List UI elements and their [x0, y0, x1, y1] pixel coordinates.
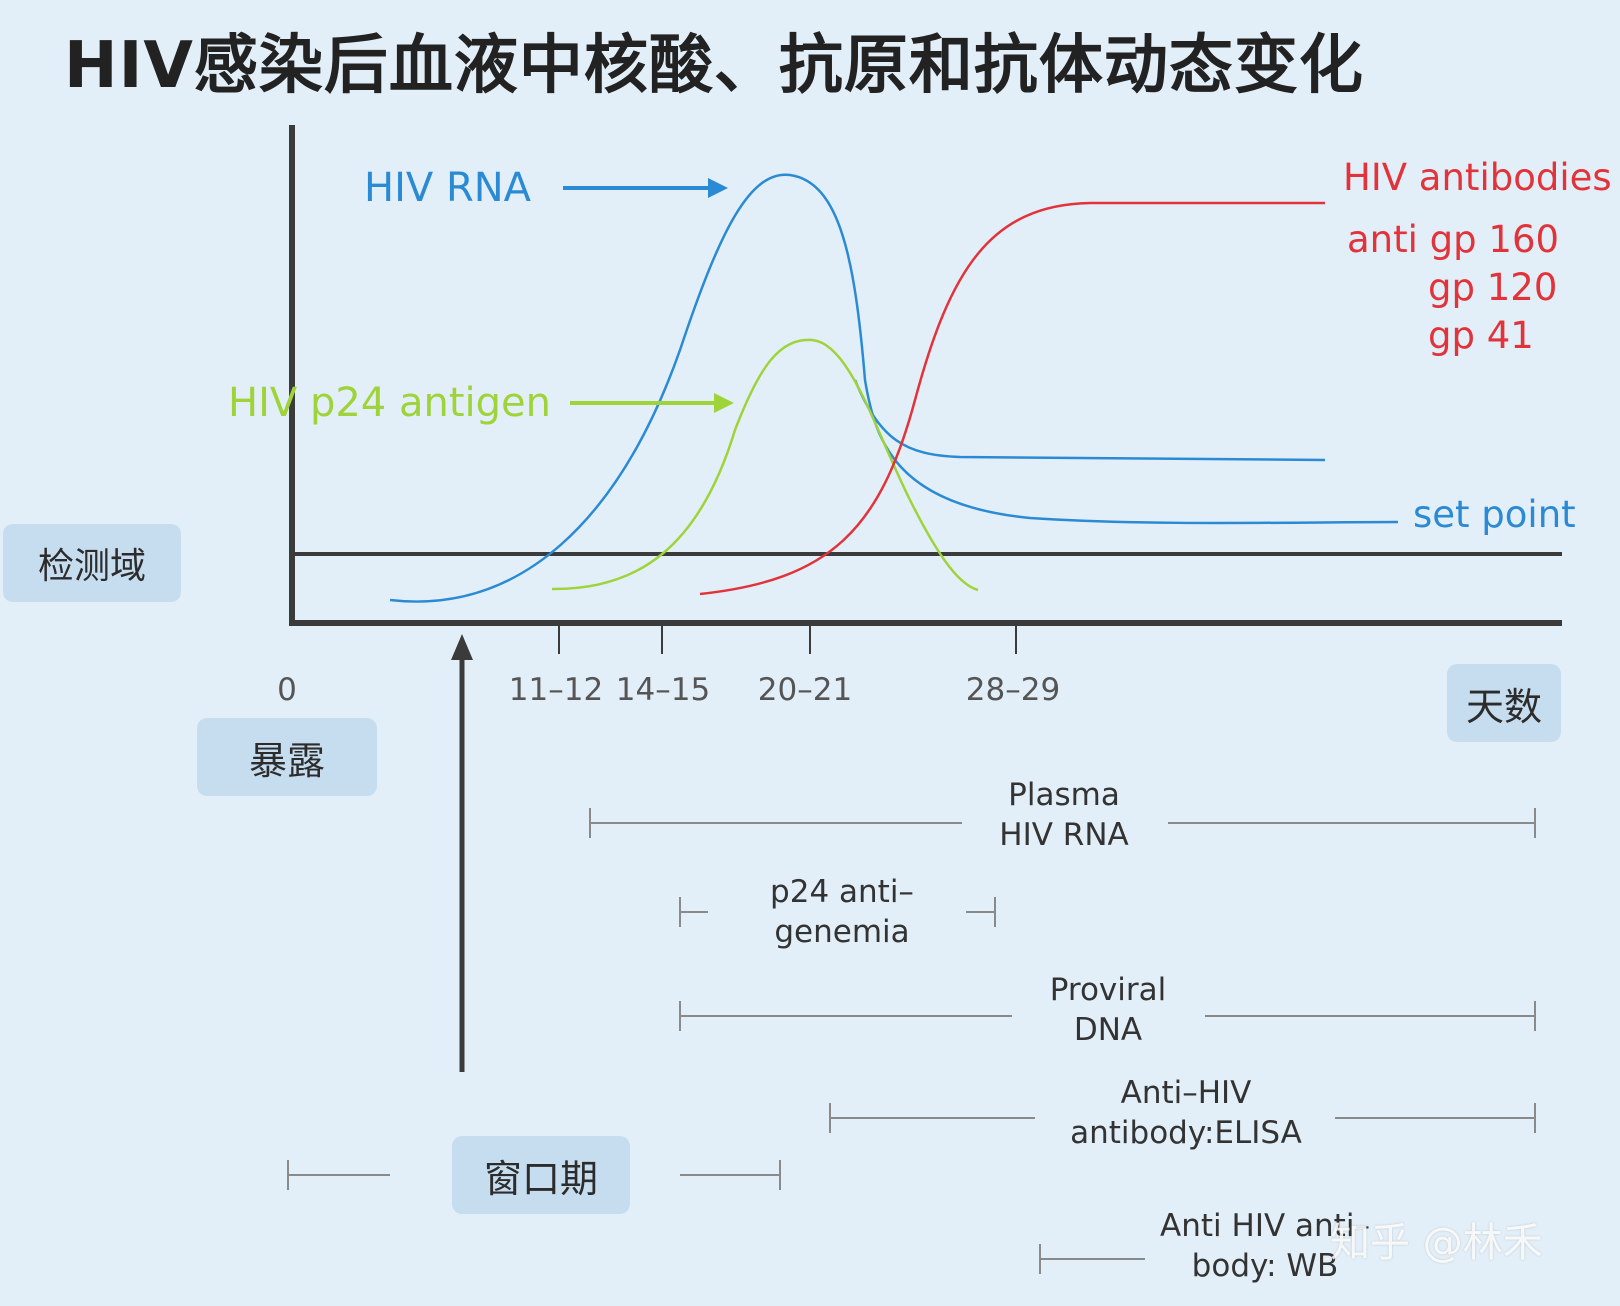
tick-label-0: 0: [277, 672, 297, 708]
plasma-rna-label-line1: Plasma: [1008, 777, 1120, 813]
range-window-period: [287, 1160, 781, 1190]
western-blot-label-line2: body: WB: [1192, 1248, 1339, 1284]
p24-antigenemia-label-line2: genemia: [774, 914, 909, 950]
p24-antigenemia-label-line1: p24 anti–: [770, 874, 914, 910]
hiv-rna-label: HIV RNA: [364, 165, 532, 211]
gp120-label: gp 120: [1428, 266, 1557, 309]
days-label: 天数: [1465, 684, 1542, 729]
range-proviral-dna: [679, 1001, 1536, 1031]
tick-label-28-29: 28–29: [966, 672, 1060, 708]
hiv-rna-plateau-curve: [853, 379, 1326, 462]
detection-zone-label: 检测域: [37, 546, 146, 587]
window-period-badge: 窗口期: [452, 1136, 630, 1214]
p24-antigen-curve: [551, 338, 979, 592]
plasma-rna-label-line2: HIV RNA: [999, 817, 1128, 853]
exposure-badge: 暴露: [197, 718, 377, 796]
window-period-label: 窗口期: [483, 1156, 598, 1201]
range-elisa: [829, 1103, 1536, 1133]
range-plasma-rna: [589, 808, 1536, 838]
tick-label-11-12: 11–12: [509, 672, 603, 708]
set-point-label: set point: [1413, 493, 1576, 536]
range-western-blot: [1039, 1244, 1145, 1274]
western-blot-label-line1: Anti HIV anti–: [1160, 1208, 1370, 1244]
elisa-label-line1: Anti–HIV: [1121, 1075, 1252, 1111]
p24-arrow-head: [714, 393, 734, 413]
tick-label-14-15: 14–15: [616, 672, 710, 708]
days-badge: 天数: [1447, 664, 1561, 742]
hiv-rna-curve: [389, 173, 1399, 603]
watermark: 知乎 @林禾: [1330, 1220, 1543, 1266]
range-p24-antigenemia: [679, 897, 996, 927]
tick-label-20-21: 20–21: [758, 672, 852, 708]
anti-gp160-label: anti gp 160: [1347, 218, 1559, 261]
hiv-antibody-curve: [699, 201, 1325, 596]
rna-arrow-head: [708, 178, 728, 198]
gp41-label: gp 41: [1428, 314, 1534, 357]
detection-zone-badge: 检测域: [3, 524, 181, 602]
p24-antigen-label: HIV p24 antigen: [228, 380, 551, 426]
proviral-dna-label-line2: DNA: [1074, 1012, 1142, 1048]
exposure-arrow-head: [451, 634, 473, 660]
elisa-label-line2: antibody:ELISA: [1070, 1115, 1302, 1151]
hiv-antibodies-label: HIV antibodies: [1343, 156, 1612, 199]
proviral-dna-label-line1: Proviral: [1050, 972, 1167, 1008]
exposure-label: 暴露: [248, 738, 325, 783]
page-title: HIV感染后血液中核酸、抗原和抗体动态变化: [64, 29, 1364, 103]
